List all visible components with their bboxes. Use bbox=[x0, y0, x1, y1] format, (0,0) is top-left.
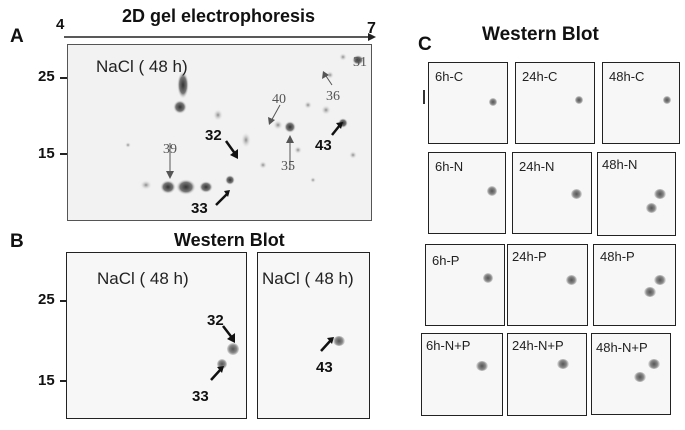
ph-start-label: 4 bbox=[56, 16, 65, 33]
blot-6h-c: 6h-C bbox=[428, 62, 508, 144]
blot-6h-c-band bbox=[489, 98, 497, 106]
spot-label-36: 36 bbox=[326, 89, 340, 104]
panel-b-tick-25: 25 bbox=[38, 291, 55, 308]
blot-6h-n-band bbox=[487, 186, 497, 196]
gel-spots bbox=[125, 53, 364, 206]
blot-label-48h-np: 48h-N+P bbox=[596, 340, 648, 355]
blot-label-6h-n: 6h-N bbox=[435, 159, 464, 174]
panel-a-2d-gel: NaCl ( 48 h) 39 40 35 36 31 32 33 43 bbox=[67, 44, 372, 221]
spot-label-40: 40 bbox=[272, 92, 286, 107]
panel-b-tick-mark-15 bbox=[60, 380, 70, 382]
blot-6h-p: 6h-P bbox=[425, 244, 505, 326]
blot-24h-c-band bbox=[575, 96, 583, 104]
panel-a-gel-label: NaCl ( 48 h) bbox=[96, 57, 188, 76]
panel-b-left-arrows bbox=[210, 325, 235, 381]
panel-b-left-label: NaCl ( 48 h) bbox=[97, 269, 189, 288]
panel-c-title: Western Blot bbox=[482, 24, 599, 45]
panel-b-letter: B bbox=[10, 231, 24, 252]
blot-label-48h-c: 48h-C bbox=[609, 69, 645, 84]
panel-b-spot-43: 43 bbox=[316, 359, 333, 376]
blot-6h-n: 6h-N bbox=[428, 152, 506, 234]
blot-48h-np-band-2 bbox=[634, 372, 646, 382]
spot-33-signal bbox=[217, 359, 227, 369]
panel-b-blot-right: NaCl ( 48 h) 43 bbox=[257, 252, 370, 419]
spot-label-35: 35 bbox=[281, 159, 295, 174]
blot-24h-np: 24h-N+P bbox=[507, 333, 587, 416]
blot-24h-p: 24h-P bbox=[507, 244, 588, 326]
blot-label-6h-np: 6h-N+P bbox=[426, 338, 471, 353]
spot-label-32: 32 bbox=[205, 127, 222, 144]
blot-48h-np-band-1 bbox=[648, 359, 660, 369]
spot-43-signal bbox=[333, 336, 345, 346]
blot-48h-p-band-1 bbox=[654, 275, 666, 285]
blot-label-24h-np: 24h-N+P bbox=[512, 338, 564, 353]
blot-24h-c: 24h-C bbox=[515, 62, 595, 144]
panel-a-tick-25: 25 bbox=[38, 68, 55, 85]
panel-b-title: Western Blot bbox=[174, 230, 285, 250]
blot-label-24h-c: 24h-C bbox=[522, 69, 558, 84]
blot-48h-np: 48h-N+P bbox=[591, 333, 671, 415]
blot-6h-p-band bbox=[483, 273, 493, 283]
panel-c-letter: C bbox=[418, 34, 432, 55]
panel-b-tick-mark-25 bbox=[60, 300, 70, 302]
panel-c-marker-line bbox=[423, 90, 425, 104]
blot-48h-n: 48h-N bbox=[597, 152, 676, 236]
panel-b-spot-32: 32 bbox=[207, 312, 224, 329]
ph-end-label: 7 bbox=[367, 20, 376, 37]
blot-24h-p-band bbox=[566, 275, 577, 285]
panel-a-tick-mark-25 bbox=[60, 77, 68, 79]
panel-b-tick-15: 15 bbox=[38, 372, 55, 389]
panel-a-letter: A bbox=[10, 26, 24, 47]
panel-b-right-arrows bbox=[320, 337, 334, 352]
spot-label-43: 43 bbox=[315, 137, 332, 154]
panel-a-tick-15: 15 bbox=[38, 145, 55, 162]
panel-b-blot-left: NaCl ( 48 h) 32 33 bbox=[66, 252, 247, 419]
blot-48h-p-band-2 bbox=[644, 287, 656, 297]
blot-24h-n: 24h-N bbox=[512, 152, 592, 234]
ph-gradient-arrow bbox=[64, 33, 376, 41]
blot-24h-n-band bbox=[571, 189, 582, 199]
blot-24h-np-band bbox=[557, 359, 569, 369]
panel-b-spot-33: 33 bbox=[192, 388, 209, 405]
blot-label-6h-p: 6h-P bbox=[432, 253, 460, 268]
spot-label-31: 31 bbox=[353, 55, 367, 70]
blot-48h-c-band bbox=[663, 96, 671, 104]
blot-label-6h-c: 6h-C bbox=[435, 69, 464, 84]
spot-32-signal bbox=[227, 343, 239, 355]
blot-label-48h-n: 48h-N bbox=[602, 157, 638, 172]
blot-48h-n-band-2 bbox=[646, 203, 657, 213]
panel-b-right-label: NaCl ( 48 h) bbox=[262, 269, 354, 288]
blot-label-48h-p: 48h-P bbox=[600, 249, 635, 264]
blot-48h-n-band-1 bbox=[654, 189, 666, 199]
spot-label-39: 39 bbox=[163, 142, 177, 157]
blot-48h-c: 48h-C bbox=[602, 62, 680, 144]
blot-48h-p: 48h-P bbox=[593, 244, 676, 326]
blot-label-24h-n: 24h-N bbox=[519, 159, 555, 174]
blot-6h-np-band bbox=[476, 361, 488, 371]
panel-a-tick-mark-15 bbox=[60, 153, 68, 155]
blot-6h-np: 6h-N+P bbox=[421, 333, 503, 416]
panel-a-title: 2D gel electrophoresis bbox=[122, 6, 316, 26]
blot-label-24h-p: 24h-P bbox=[512, 249, 547, 264]
spot-label-33: 33 bbox=[191, 200, 208, 217]
